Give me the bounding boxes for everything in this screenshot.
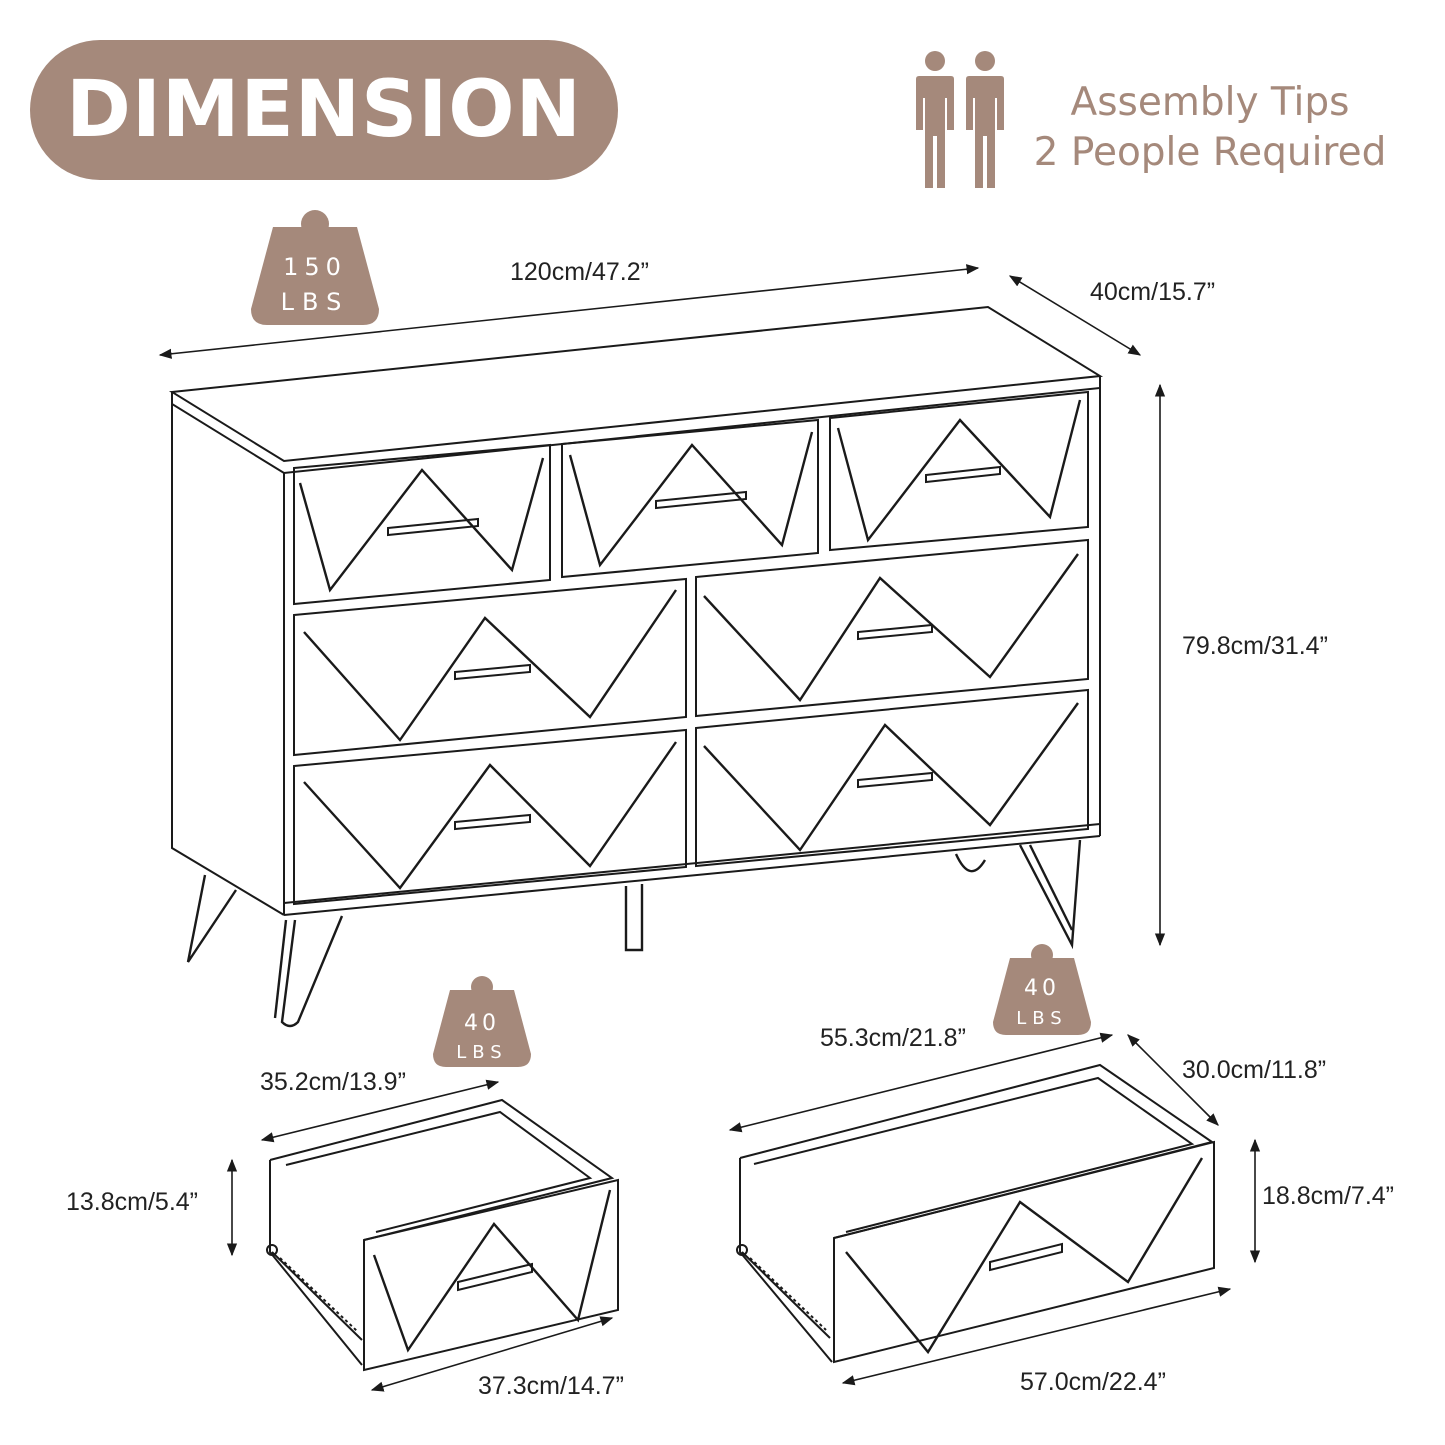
large-drawer-side-label: 30.0cm/11.8” bbox=[1182, 1056, 1327, 1084]
small-drawer-width-label: 37.3cm/14.7” bbox=[478, 1372, 624, 1400]
large-drawer-width-arrow bbox=[841, 1286, 1232, 1386]
large-drawer-side-arrow bbox=[1127, 1034, 1219, 1126]
dresser-depth-label: 40cm/15.7” bbox=[1090, 278, 1216, 306]
small-drawer-width-arrow bbox=[370, 1316, 614, 1392]
dresser-width-label: 120cm/47.2” bbox=[510, 258, 649, 286]
small-drawer-depth-label: 35.2cm/13.9” bbox=[260, 1068, 406, 1096]
large-drawer-weight-unit: LBS bbox=[1016, 1008, 1068, 1029]
dresser-depth-arrow bbox=[1008, 275, 1142, 356]
large-drawer-width-label: 57.0cm/22.4” bbox=[1020, 1368, 1166, 1396]
large-drawer-depth-arrow bbox=[728, 1032, 1114, 1133]
people-icons bbox=[916, 51, 1004, 188]
dresser-drawing bbox=[168, 305, 1104, 1028]
assembly-tips: Assembly Tips 2 People Required bbox=[1000, 78, 1420, 178]
small-drawer-weight-value: 40 bbox=[464, 1011, 500, 1036]
large-drawer-drawing bbox=[736, 1063, 1215, 1364]
small-drawer-weight-unit: LBS bbox=[456, 1042, 508, 1063]
dimension-arrows bbox=[158, 264, 1261, 1392]
small-drawer-depth-arrow bbox=[260, 1079, 500, 1143]
title-badge: DIMENSION bbox=[30, 40, 618, 180]
weight-icon: 40 LBS bbox=[993, 944, 1091, 1035]
large-drawer-height-label: 18.8cm/7.4” bbox=[1262, 1182, 1395, 1210]
page-title: DIMENSION bbox=[66, 65, 582, 155]
dresser-height-label: 79.8cm/31.4” bbox=[1182, 632, 1328, 660]
person-icon bbox=[966, 51, 1004, 188]
weight-icon: 40 LBS bbox=[433, 976, 531, 1067]
assembly-tips-title: Assembly Tips bbox=[1070, 80, 1350, 125]
people-required-label: 2 People Required bbox=[1033, 130, 1387, 175]
small-drawer-drawing bbox=[266, 1098, 619, 1372]
dresser-width-arrow bbox=[158, 264, 980, 359]
person-icon bbox=[916, 51, 954, 188]
large-drawer-depth-label: 55.3cm/21.8” bbox=[820, 1024, 966, 1052]
small-drawer-height-label: 13.8cm/5.4” bbox=[66, 1188, 199, 1216]
large-drawer-weight-value: 40 bbox=[1024, 976, 1060, 1001]
